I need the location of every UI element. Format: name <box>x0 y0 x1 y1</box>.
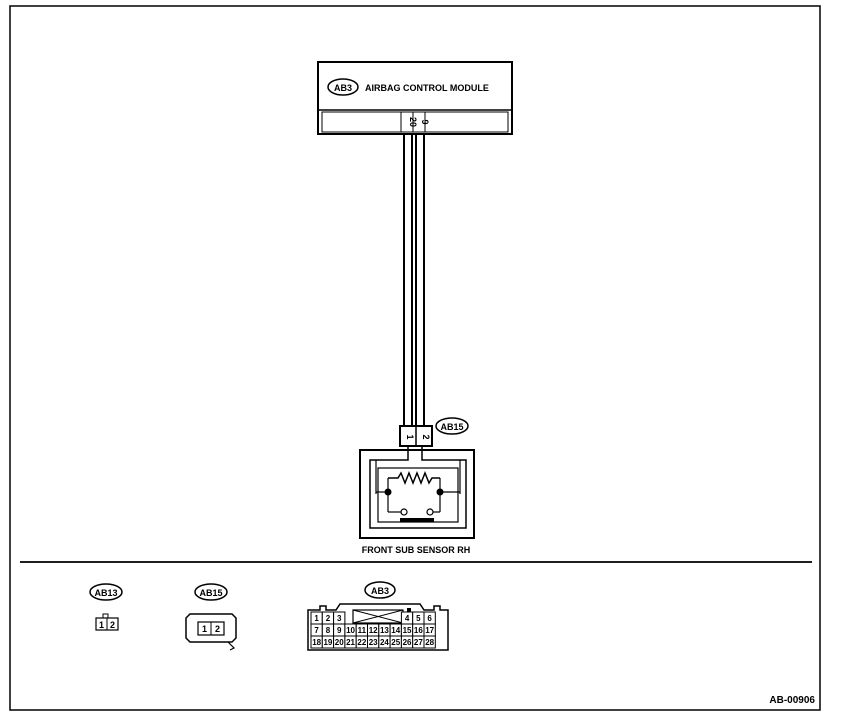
module-pin-b: 9 <box>420 119 430 124</box>
legend-ab3-pin-cell <box>423 635 436 649</box>
legend-ab13: AB13 1 2 <box>89 583 123 631</box>
diagram-code: AB-00906 <box>769 695 815 706</box>
airbag-control-module: AB3 AIRBAG CONTROL MODULE 20 9 <box>317 61 513 135</box>
legend-ab3-pin: 22 <box>357 638 366 647</box>
legend-ab3-pin: 24 <box>380 638 389 647</box>
legend-ab3-pin: 10 <box>346 626 355 635</box>
legend-ab3-pin: 21 <box>346 638 355 647</box>
sensor-pin-1: 1 <box>405 434 415 439</box>
module-pin-a: 20 <box>408 117 418 127</box>
front-sub-sensor: FRONT SUB SENSOR RH <box>359 446 475 555</box>
legend-ab3-pin: 1 <box>314 614 319 623</box>
legend-ab3-pin: 26 <box>403 638 412 647</box>
legend-ab15-pin-2: 2 <box>215 624 220 634</box>
legend-ab3-pin: 8 <box>326 626 331 635</box>
wire-harness <box>403 134 425 428</box>
legend-ab3-pin: 16 <box>414 626 423 635</box>
legend-ab3-tag: AB3 <box>371 586 389 596</box>
legend-ab3-pin: 12 <box>369 626 378 635</box>
legend-ab3-pin: 4 <box>405 614 410 623</box>
legend-ab3-pin: 6 <box>427 614 432 623</box>
sensor-connector: 1 2 AB15 <box>399 417 469 447</box>
switch-contact-right <box>426 508 434 516</box>
legend-ab3-pin: 23 <box>369 638 378 647</box>
legend-ab13-pin-2: 2 <box>110 620 115 630</box>
sensor-label: FRONT SUB SENSOR RH <box>362 545 471 555</box>
legend-ab3-pin: 17 <box>425 626 434 635</box>
switch-contact-left <box>400 508 408 516</box>
legend-ab3-pin: 9 <box>337 626 342 635</box>
legend-ab3-pin: 20 <box>335 638 344 647</box>
legend-ab15-tag: AB15 <box>199 588 222 598</box>
module-tag-badge <box>327 78 359 96</box>
legend-ab3-pin: 3 <box>337 614 342 623</box>
legend-ab3-pin: 5 <box>416 614 421 623</box>
resistor-icon <box>388 470 440 486</box>
legend-ab13-tag: AB13 <box>94 588 117 598</box>
page-frame <box>9 5 821 711</box>
legend-ab15-pin-1: 1 <box>202 624 207 634</box>
legend-ab3-pin: 11 <box>358 626 367 635</box>
module-title: AIRBAG CONTROL MODULE <box>365 83 489 93</box>
legend-ab15: AB15 1 2 <box>185 583 237 651</box>
switch-bar <box>400 518 434 522</box>
legend-ab3-pin: 13 <box>380 626 389 635</box>
legend-ab3-pin: 15 <box>403 626 412 635</box>
sensor-tag-badge <box>435 417 469 435</box>
legend-ab3-pin: 2 <box>326 614 331 623</box>
sensor-tag: AB15 <box>440 422 463 432</box>
legend-ab3-pin: 25 <box>391 638 400 647</box>
legend-ab3-pin: 28 <box>425 638 434 647</box>
legend-ab3-pin: 14 <box>391 626 400 635</box>
module-tag: AB3 <box>334 83 352 93</box>
legend-ab3-pin: 7 <box>314 626 319 635</box>
legend-ab3-pin: 27 <box>414 638 423 647</box>
legend-ab3-pin: 19 <box>323 638 332 647</box>
sensor-pin-2: 2 <box>421 434 431 439</box>
legend-ab3-pin: 18 <box>312 638 321 647</box>
legend-ab13-pin-1: 1 <box>99 620 104 630</box>
